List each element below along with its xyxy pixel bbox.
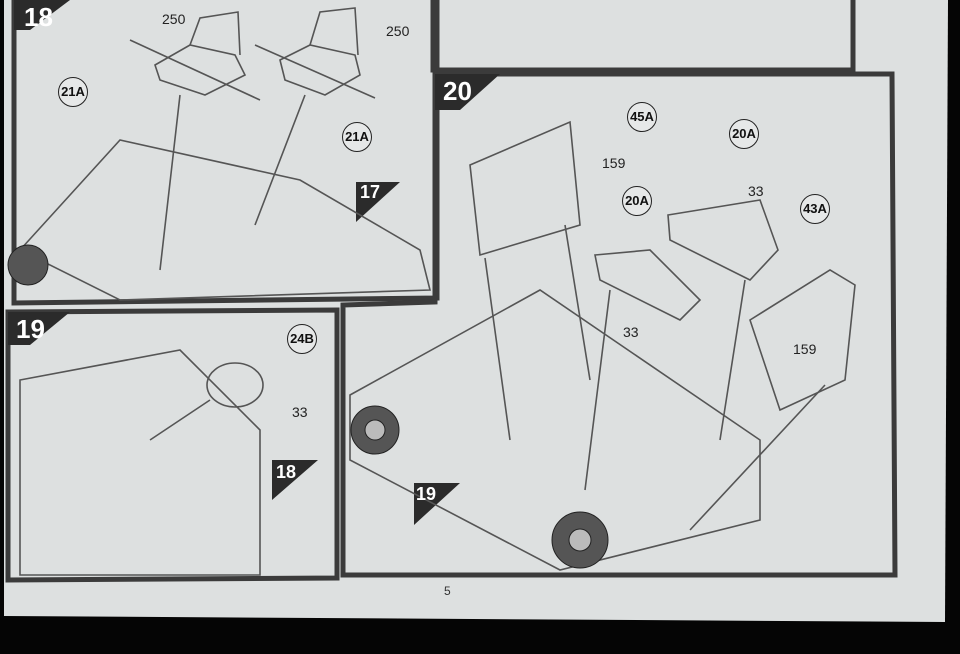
callout-badge: 21A <box>58 77 88 107</box>
part-label: 33 <box>748 183 764 199</box>
step-19-number: 19 <box>16 314 45 344</box>
ref-step-18: 18 <box>276 462 297 482</box>
step-20-number: 20 <box>443 76 472 106</box>
callout-badge: 43A <box>800 194 830 224</box>
ref-step-17: 17 <box>360 182 381 202</box>
callout-badge: 45A <box>627 102 657 132</box>
ref-step-19: 19 <box>416 484 437 504</box>
part-label: 250 <box>162 11 186 27</box>
part-label: 159 <box>602 155 626 171</box>
callout-badge: 24B <box>287 324 317 354</box>
callout-badge: 20A <box>622 186 652 216</box>
part-label: 159 <box>793 341 817 357</box>
page-number: 5 <box>444 584 451 598</box>
part-label: 33 <box>292 404 308 420</box>
part-label: 33 <box>623 324 639 340</box>
callout-badge: 20A <box>729 119 759 149</box>
part-label: 250 <box>386 23 410 39</box>
step-18-number: 18 <box>24 2 53 32</box>
callout-badge: 21A <box>342 122 372 152</box>
